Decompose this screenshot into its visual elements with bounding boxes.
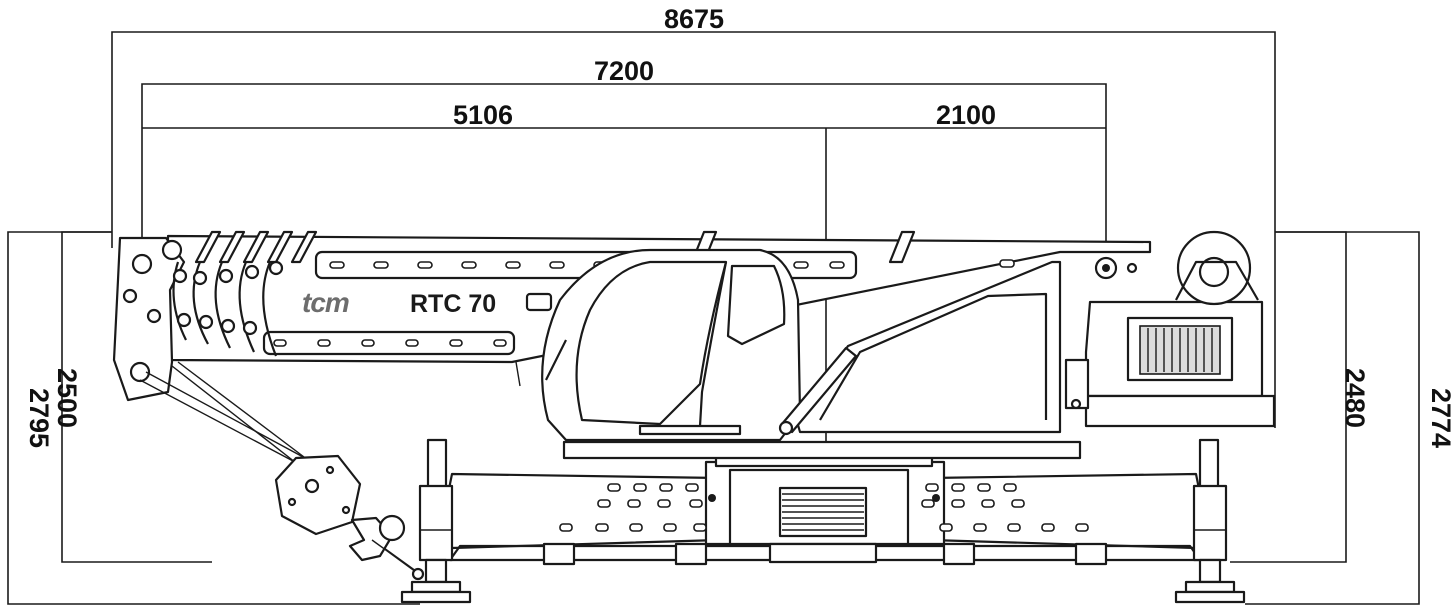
label-height-outer-left: 2795 <box>24 388 54 448</box>
counterweight-assembly <box>1084 230 1276 428</box>
cabin-hatch-line <box>515 361 521 387</box>
winch-hub <box>1198 256 1230 288</box>
outrigger-beam-left <box>444 472 722 550</box>
counterweight-base <box>1084 394 1276 428</box>
model-label: RTC 70 <box>410 290 496 318</box>
hook-swivel <box>378 514 406 542</box>
luffing-frame <box>794 260 1062 434</box>
hook-block-bolt-a <box>325 465 335 475</box>
tip-pulley <box>161 239 183 261</box>
cabin-door-window <box>726 264 786 346</box>
dim-line-overall-length <box>111 31 1276 428</box>
dim-line-boom-length <box>141 83 1107 262</box>
rear-mount-bolt <box>1070 398 1082 410</box>
chassis <box>400 438 1246 604</box>
boom-rear-slot <box>999 259 1015 268</box>
dimension-labels: 8675 7200 5106 2100 2795 2500 2480 2774 <box>24 4 1453 448</box>
boom-lower-track <box>262 330 516 356</box>
hoist-rope-2 <box>145 371 317 465</box>
turntable-base <box>562 440 1082 460</box>
cabin-side-strut <box>545 339 567 381</box>
dim-line-height-outer-left <box>7 231 420 605</box>
hook-anchor <box>411 567 425 581</box>
boom-top-clip-right <box>888 230 916 264</box>
cabin-step <box>638 424 742 436</box>
base-plate-right <box>1074 542 1108 566</box>
dim-line-height-inner-left <box>61 231 212 563</box>
hoist-rope-4 <box>177 361 309 461</box>
base-plate-left <box>542 542 576 566</box>
tip-sheave-low <box>146 308 162 324</box>
label-overall-length: 8675 <box>664 4 724 34</box>
dimension-lines <box>7 31 1420 605</box>
cabin-door-frame <box>698 261 728 427</box>
cabin-front-window <box>575 260 728 426</box>
base-plate-center <box>768 542 878 564</box>
tip-sheave-bottom <box>129 361 151 383</box>
luffing-cylinder-pin <box>778 420 794 436</box>
hook-block-pin <box>304 478 320 494</box>
brand-logo: tcm <box>302 287 349 318</box>
outrigger-holes-left <box>559 483 716 532</box>
cabin <box>515 248 802 442</box>
outrigger-jack-right <box>1174 438 1246 604</box>
cabin-shell <box>541 248 802 442</box>
label-rear-length: 2100 <box>936 100 996 130</box>
tip-sheave-mid <box>122 288 138 304</box>
model-badge <box>525 292 553 312</box>
base-plate-mid-left <box>674 542 708 566</box>
hook-assembly <box>139 361 425 581</box>
boom-tip-clips <box>194 230 318 264</box>
luffing-structure <box>778 260 1090 436</box>
hoist-rope-1 <box>139 379 311 471</box>
outrigger-jack-left <box>400 438 472 604</box>
tip-sheave-top <box>131 253 153 275</box>
luffing-frame-inner <box>819 292 1048 421</box>
label-boom-length: 7200 <box>594 56 654 86</box>
dim-line-height-outer-right <box>1245 231 1420 605</box>
hook-block <box>274 454 362 536</box>
radiator-grille <box>1139 325 1221 375</box>
winch-frame <box>1175 260 1259 301</box>
label-height-outer-right: 2774 <box>1426 388 1453 448</box>
outrigger-beam-right <box>928 472 1204 550</box>
base-plate-mid-right <box>942 542 976 566</box>
boom-pivot-bolt <box>1126 262 1138 274</box>
label-height-inner-right: 2480 <box>1340 368 1370 428</box>
label-front-length: 5106 <box>453 100 513 130</box>
boom-sections <box>172 260 284 357</box>
hoist-rope-3 <box>171 365 301 467</box>
carbody-grille <box>778 486 868 538</box>
hook-block-bolt-c <box>341 505 351 515</box>
boom-lower-slots <box>273 339 507 347</box>
hook-block-bolt-b <box>287 497 297 507</box>
outrigger-holes-right <box>921 483 1089 532</box>
label-height-inner-left: 2500 <box>52 368 82 428</box>
boom-tip <box>112 236 284 402</box>
